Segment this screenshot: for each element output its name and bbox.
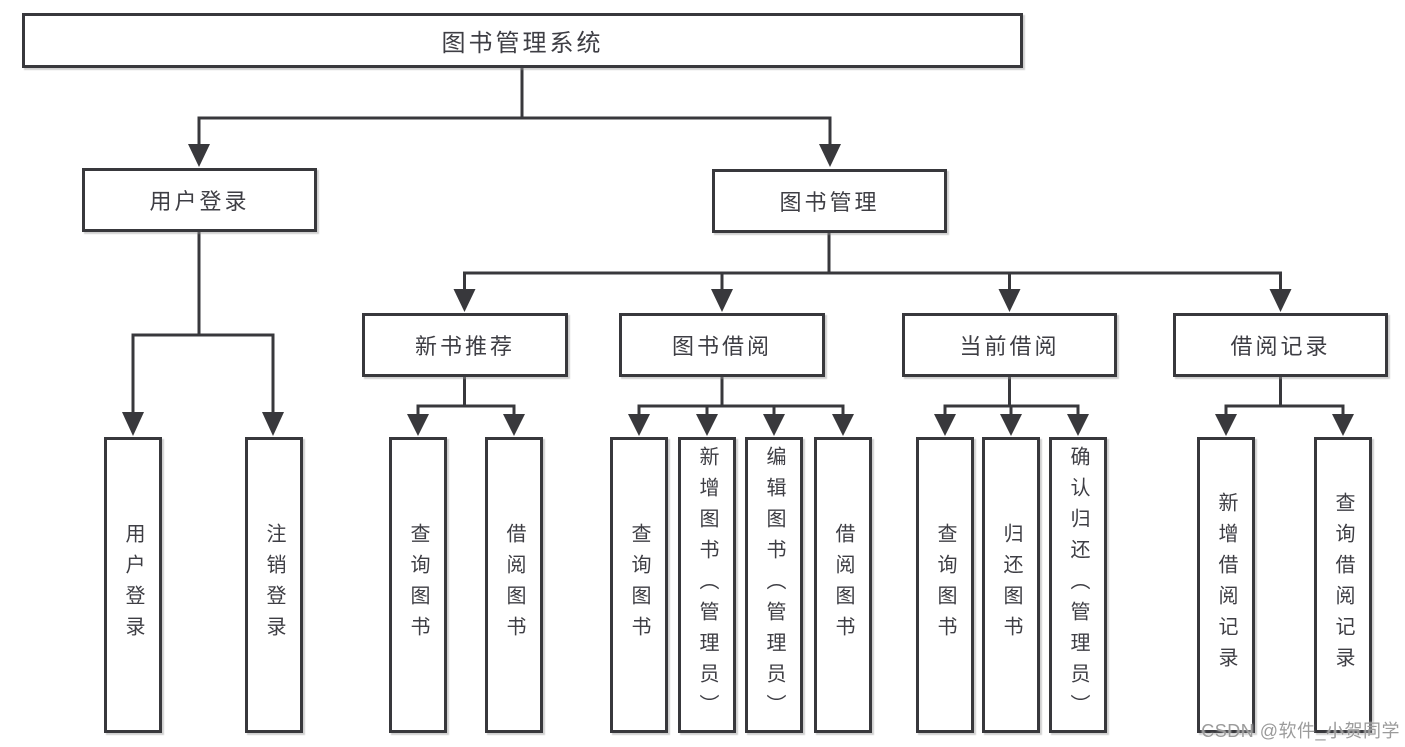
node-label: 查询借阅记录 — [1332, 492, 1354, 678]
node-label: 新增借阅记录 — [1215, 492, 1237, 678]
node-label: 借阅图书 — [832, 523, 854, 647]
node-new-book-recommendation: 新书推荐 — [362, 313, 568, 377]
node-book-borrowing: 图书借阅 — [619, 313, 825, 377]
node-current-borrowing: 当前借阅 — [902, 313, 1117, 377]
leaf-query-borrow-record: 查询借阅记录 — [1314, 437, 1372, 733]
node-borrowing-records: 借阅记录 — [1173, 313, 1388, 377]
node-book-management: 图书管理 — [712, 169, 947, 233]
node-library-management-system: 图书管理系统 — [22, 13, 1023, 68]
node-label: 借阅图书 — [503, 523, 525, 647]
node-label: 图书管理 — [779, 190, 880, 215]
node-label: 查询图书 — [407, 523, 429, 647]
node-label: 图书管理系统 — [441, 30, 604, 57]
leaf-return-books: 归还图书 — [982, 437, 1040, 733]
node-user-login: 用户登录 — [82, 168, 317, 232]
csdn-watermark: CSDN @软件_小贺同学 — [1201, 721, 1400, 741]
node-label: 图书借阅 — [671, 334, 772, 359]
node-label: 注销登录 — [263, 523, 285, 647]
node-label: 新增图书（管理员） — [696, 445, 718, 725]
arrowhead-icons — [122, 144, 1354, 436]
node-label: 确认归还（管理员） — [1067, 445, 1089, 725]
node-label: 当前借阅 — [959, 334, 1060, 359]
node-label: 新书推荐 — [414, 334, 515, 359]
node-label: 编辑图书（管理员） — [763, 445, 785, 725]
leaf-add-borrow-record: 新增借阅记录 — [1197, 437, 1255, 733]
node-label: 用户登录 — [149, 189, 250, 214]
leaf-add-book-admin: 新增图书（管理员） — [678, 437, 736, 733]
leaf-user-login: 用户登录 — [104, 437, 162, 733]
leaf-borrow-books-recommend: 借阅图书 — [485, 437, 543, 733]
node-label: 归还图书 — [1000, 523, 1022, 647]
leaf-query-books-current: 查询图书 — [916, 437, 974, 733]
node-label: 借阅记录 — [1230, 334, 1331, 359]
leaf-query-books-recommend: 查询图书 — [389, 437, 447, 733]
leaf-edit-book-admin: 编辑图书（管理员） — [745, 437, 803, 733]
leaf-confirm-return-admin: 确认归还（管理员） — [1049, 437, 1107, 733]
node-label: 查询图书 — [934, 523, 956, 647]
node-label: 用户登录 — [122, 523, 144, 647]
leaf-query-books-borrowing: 查询图书 — [610, 437, 668, 733]
leaf-borrow-books-borrowing: 借阅图书 — [814, 437, 872, 733]
node-label: 查询图书 — [628, 523, 650, 647]
leaf-logout: 注销登录 — [245, 437, 303, 733]
